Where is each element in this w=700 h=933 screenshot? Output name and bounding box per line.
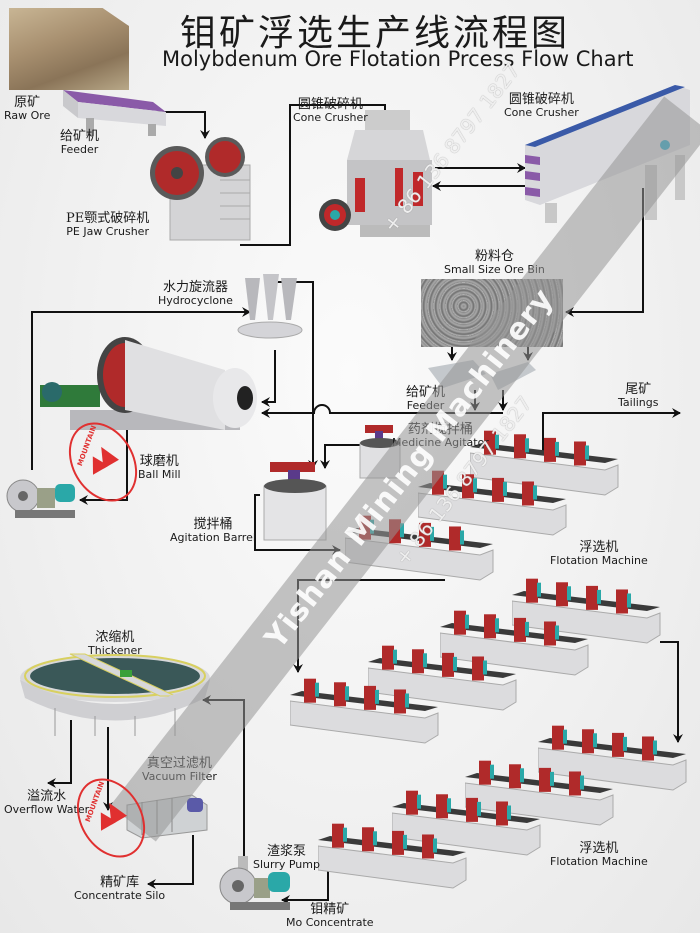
ball-mill-machine [40, 337, 257, 430]
chart-title-cn: 钼矿浮选生产线流程图 [180, 13, 571, 54]
chart-title-en: Molybdenum Ore Flotation Prcess Flow Cha… [162, 47, 634, 71]
slurry-pump-machine [219, 856, 290, 910]
arrow-feeder-to-ballmill [261, 404, 503, 418]
raw-ore-image [9, 8, 129, 90]
arrow-filter-to-silo [147, 835, 194, 889]
jaw-crusher-machine [150, 137, 251, 241]
flotation-bank [290, 678, 439, 744]
ore-bin-image [421, 279, 563, 347]
mill-pump-machine [6, 479, 75, 518]
arrow-thickener-overflow [47, 720, 72, 788]
arrow-flotation-to-pump [281, 860, 329, 905]
thickener-machine [20, 653, 210, 736]
flotation-bank [318, 823, 467, 889]
agitation-barrel-machine [263, 462, 327, 541]
